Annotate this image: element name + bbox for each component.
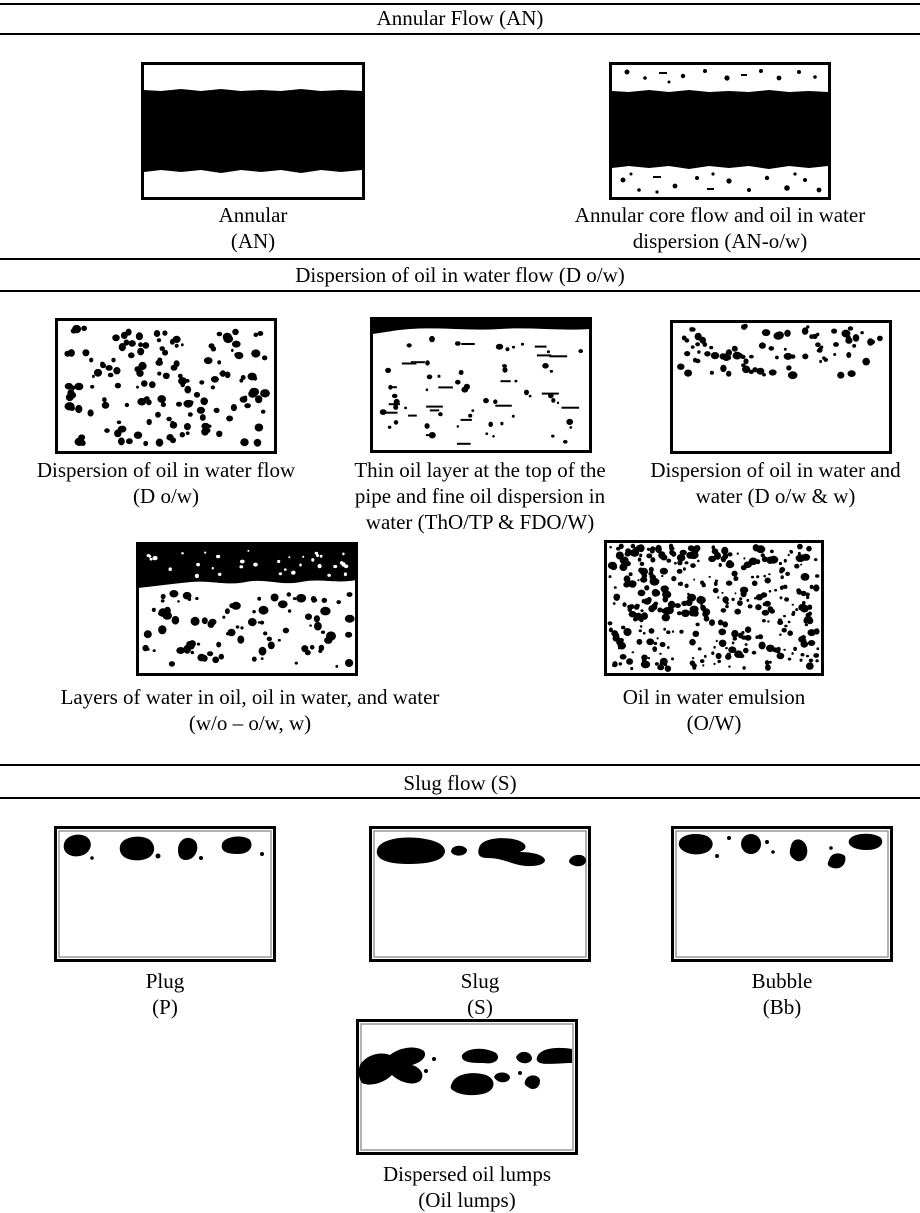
panel-slug <box>369 826 591 962</box>
panel-annular <box>141 62 365 200</box>
layers-illustration <box>136 542 358 676</box>
caption-line: water (D o/w & w) <box>695 484 856 508</box>
panel-bubble <box>671 826 893 962</box>
caption-dispersion-and-water: Dispersion of oil in water and water (D … <box>631 457 920 509</box>
plug-illustration <box>54 826 276 962</box>
caption-emulsion: Oil in water emulsion (O/W) <box>564 684 864 736</box>
emulsion-illustration <box>604 540 824 676</box>
section-title-dispersion: Dispersion of oil in water flow (D o/w) <box>295 263 625 287</box>
caption-line: Slug <box>460 969 500 993</box>
bubble-illustration <box>671 826 893 962</box>
panel-dispersion-and-water <box>670 320 892 454</box>
thin-oil-layer-illustration <box>370 317 592 453</box>
caption-line: Annular <box>218 203 288 227</box>
caption-plug: Plug (P) <box>85 968 245 1020</box>
caption-line: Plug <box>145 969 185 993</box>
caption-line: (Bb) <box>762 995 802 1019</box>
caption-line: dispersion (AN-o/w) <box>632 229 808 253</box>
caption-line: (S) <box>467 995 493 1019</box>
caption-line: Bubble <box>751 969 813 993</box>
panel-emulsion <box>604 540 824 676</box>
dispersion-illustration <box>55 318 277 454</box>
divider-top-1 <box>0 3 920 5</box>
caption-line: (O/W) <box>686 711 742 735</box>
oil-droplets <box>146 549 349 579</box>
divider-mid-1 <box>0 258 920 260</box>
oil-droplets <box>64 324 270 447</box>
caption-bubble: Bubble (Bb) <box>702 968 862 1020</box>
caption-line: Layers of water in oil, oil in water, an… <box>60 685 440 709</box>
caption-slug: Slug (S) <box>400 968 560 1020</box>
caption-annular: Annular (AN) <box>103 202 403 254</box>
caption-line: (D o/w) <box>133 484 199 508</box>
annular-illustration <box>141 62 365 200</box>
caption-line: Thin oil layer at the top of the <box>354 458 606 482</box>
divider-bot-1 <box>0 764 920 766</box>
caption-line: (AN) <box>230 229 276 253</box>
panel-oil-lumps <box>356 1019 578 1155</box>
panel-dispersion <box>55 318 277 454</box>
caption-line: Annular core flow and oil in water <box>574 203 866 227</box>
caption-layers: Layers of water in oil, oil in water, an… <box>20 684 480 736</box>
panel-plug <box>54 826 276 962</box>
oil-droplets <box>607 543 820 672</box>
caption-line: Dispersion of oil in water flow <box>36 458 296 482</box>
divider-mid-2 <box>0 290 920 292</box>
annular-core-dispersion-illustration <box>609 62 831 200</box>
caption-line: (P) <box>152 995 178 1019</box>
divider-top-2 <box>0 33 920 35</box>
dispersion-and-water-illustration <box>670 320 892 454</box>
panel-thin-oil-layer <box>370 317 592 453</box>
oil-droplets <box>379 335 583 445</box>
caption-line: water (ThO/TP & FDO/W) <box>365 510 595 534</box>
caption-line: pipe and fine oil dispersion in <box>354 484 606 508</box>
oil-droplets <box>142 590 355 668</box>
caption-line: Oil in water emulsion <box>622 685 806 709</box>
caption-annular-core-dispersion: Annular core flow and oil in water dispe… <box>540 202 900 254</box>
divider-bot-2 <box>0 797 920 799</box>
oil-droplets <box>677 323 883 380</box>
caption-thin-oil-layer: Thin oil layer at the top of the pipe an… <box>325 457 635 535</box>
caption-dispersion: Dispersion of oil in water flow (D o/w) <box>6 457 326 509</box>
panel-annular-core-dispersion <box>609 62 831 200</box>
slug-illustration <box>369 826 591 962</box>
section-title-annular: Annular Flow (AN) <box>376 6 544 30</box>
caption-line: (w/o – o/w, w) <box>188 711 312 735</box>
panel-layers <box>136 542 358 676</box>
caption-line: Dispersed oil lumps <box>383 1162 551 1186</box>
caption-line: (Oil lumps) <box>418 1188 516 1212</box>
oil-lumps-illustration <box>356 1019 578 1155</box>
section-title-slug: Slug flow (S) <box>403 771 517 795</box>
caption-oil-lumps: Dispersed oil lumps (Oil lumps) <box>317 1161 617 1213</box>
caption-line: Dispersion of oil in water and <box>650 458 901 482</box>
